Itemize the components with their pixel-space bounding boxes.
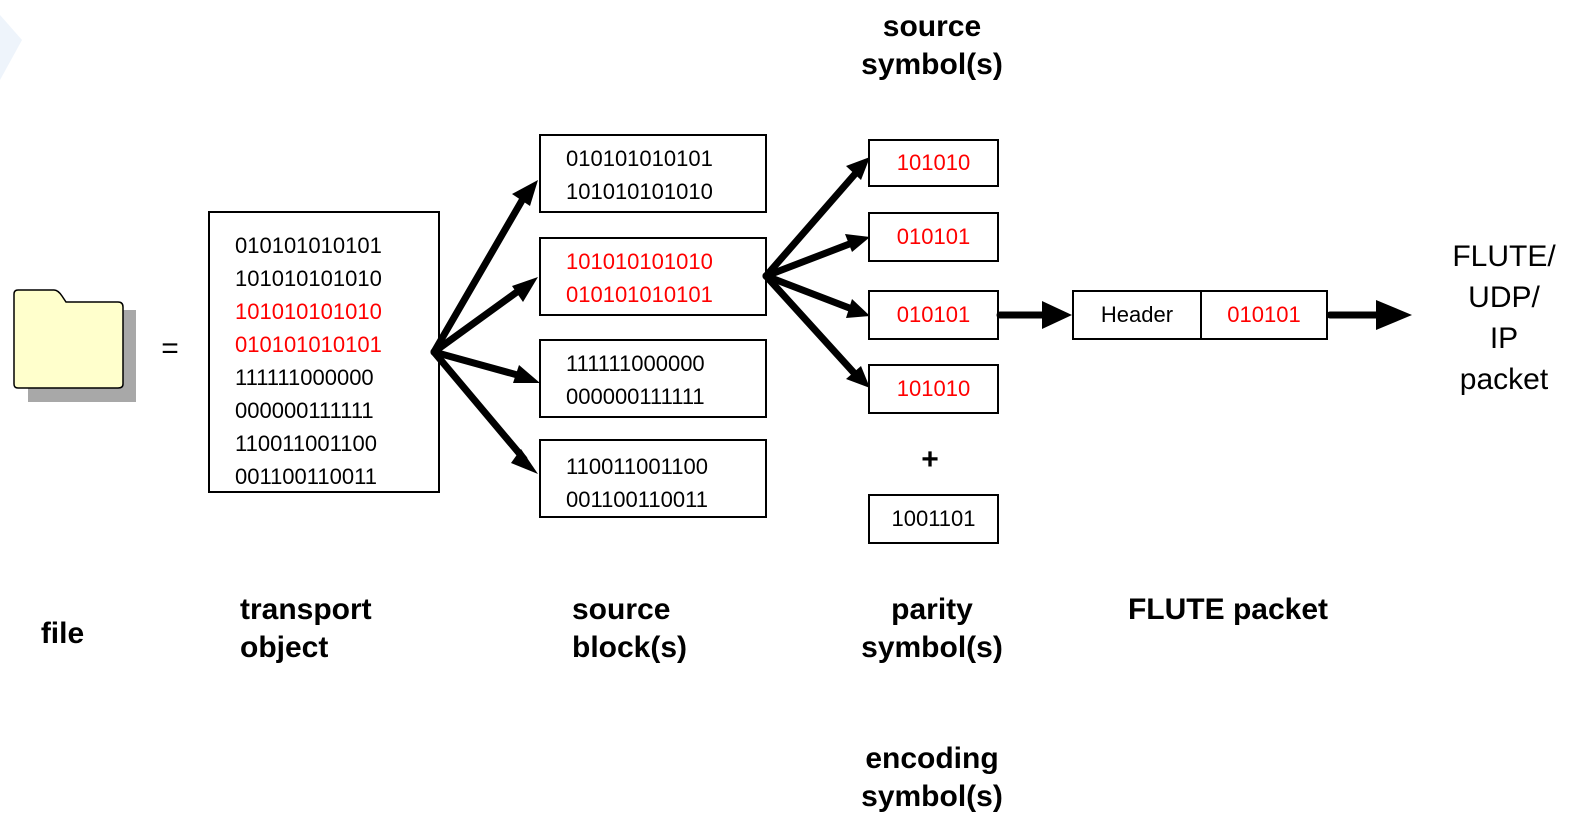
- arrow-to-source-symbol: [762, 239, 856, 280]
- transport-object-line: 110011001100: [235, 431, 377, 456]
- source-block: 101010101010 010101010101: [539, 237, 767, 316]
- source-block-line: 010101010101: [566, 282, 713, 307]
- plus-sign: +: [921, 443, 939, 476]
- flute-packet: Header 010101: [1072, 290, 1328, 340]
- transport-object-line: 101010101010: [235, 266, 382, 291]
- arrow-head: [846, 299, 870, 318]
- transport-object-line: 010101010101: [235, 233, 382, 258]
- label-source-blocks: source block(s): [572, 593, 688, 664]
- source-symbol: 010101: [868, 290, 999, 340]
- transport-object-line: 000000111111: [235, 398, 374, 423]
- source-symbol: 010101: [868, 212, 999, 262]
- flute-packet-header: Header: [1074, 292, 1202, 338]
- arrow-to-source-block: [430, 285, 525, 356]
- arrow-head: [1042, 301, 1072, 329]
- arrow-to-source-symbol: [762, 170, 859, 280]
- source-symbol: 101010: [868, 364, 999, 414]
- label-parity-symbols: parity symbol(s): [861, 593, 1003, 664]
- label-transport-object: transport object: [240, 593, 372, 664]
- source-block: 010101010101 101010101010: [539, 134, 767, 213]
- source-symbol: 101010: [868, 139, 999, 187]
- source-block-line: 111111000000: [566, 351, 705, 376]
- background-decoration: [0, 15, 22, 80]
- label-flute-packet: FLUTE packet: [1127, 593, 1329, 626]
- transport-object-line: 001100110011: [235, 464, 377, 489]
- arrow-head: [1376, 300, 1412, 330]
- source-block-line: 010101010101: [566, 146, 713, 171]
- arrow-head: [512, 277, 538, 302]
- source-block-line: 110011001100: [566, 454, 708, 479]
- folder-icon: [13, 289, 136, 402]
- transport-object-lines: 010101010101 101010101010 101010101010 0101…: [235, 229, 382, 493]
- source-block-line: 001100110011: [566, 487, 708, 512]
- arrow-to-source-block: [430, 348, 525, 380]
- parity-symbol: 1001101: [868, 494, 999, 544]
- source-block-line: 101010101010: [566, 249, 713, 274]
- source-block-line: 101010101010: [566, 179, 713, 204]
- output-label: FLUTE/ UDP/ IP packet: [1452, 240, 1556, 396]
- equals-sign: =: [161, 332, 179, 365]
- arrow-head: [846, 366, 870, 388]
- label-file: file: [40, 617, 85, 650]
- transport-object-box: 010101010101 101010101010 101010101010 0101…: [208, 211, 440, 493]
- flute-packet-payload: 010101: [1227, 302, 1301, 327]
- arrow-head: [511, 449, 538, 474]
- source-block-line: 000000111111: [566, 384, 705, 409]
- arrow-to-source-block: [430, 348, 528, 463]
- transport-object-line: 010101010101: [235, 332, 382, 357]
- source-block: 110011001100 001100110011: [539, 439, 767, 518]
- arrow-to-source-symbol: [762, 272, 856, 313]
- arrow-to-source-block: [430, 193, 528, 356]
- arrow-to-source-symbol: [762, 272, 859, 378]
- arrow-head: [513, 365, 540, 383]
- arrow-head: [845, 234, 870, 252]
- arrow-head: [846, 157, 870, 180]
- label-encoding-symbols: encoding symbol(s): [861, 742, 1003, 813]
- source-block: 111111000000 000000111111: [539, 339, 767, 418]
- arrow-head: [512, 180, 538, 206]
- transport-object-line: 101010101010: [235, 299, 382, 324]
- label-source-symbols: source symbol(s): [861, 10, 1003, 81]
- transport-object-line: 111111000000: [235, 365, 374, 390]
